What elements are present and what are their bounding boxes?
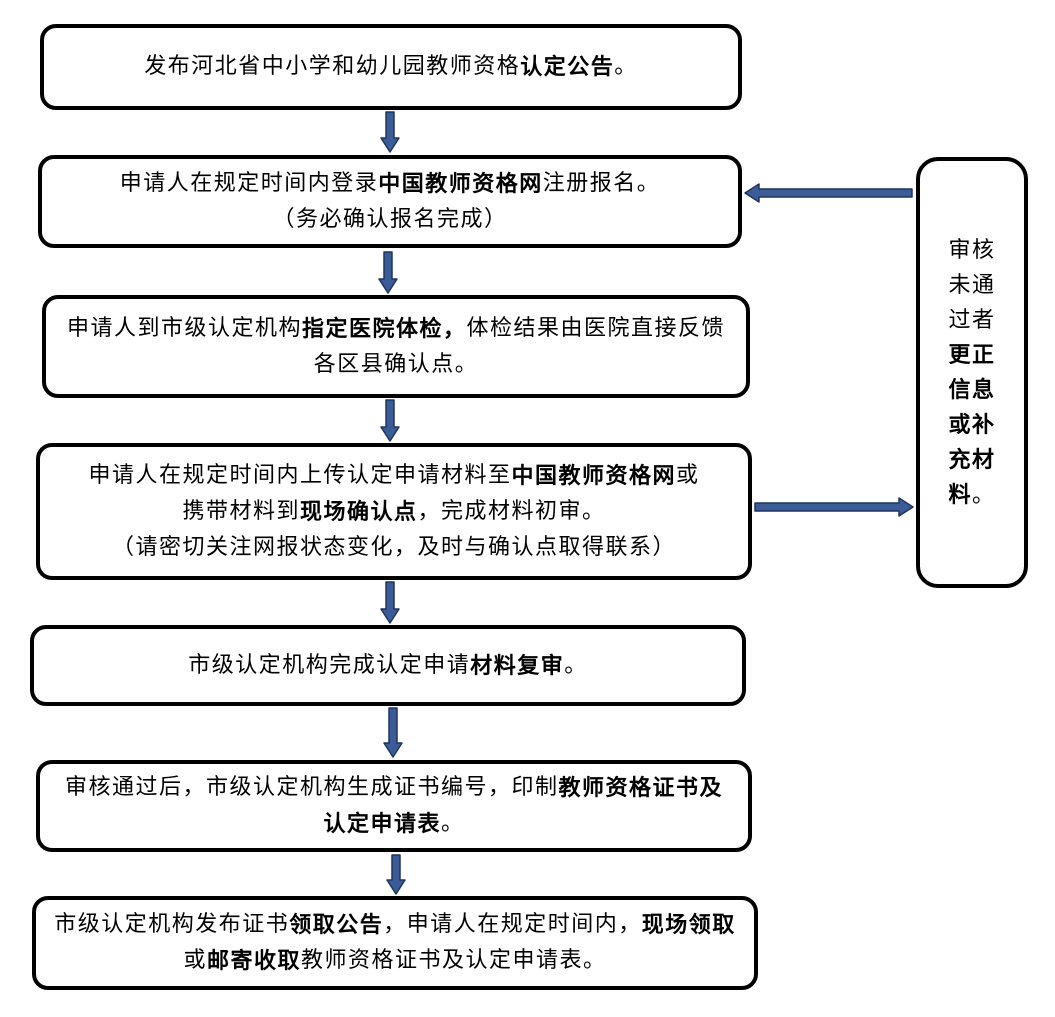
down-arrow-1	[380, 111, 400, 153]
step-3-line-1: 申请人到市级认定机构指定医院体检，体检结果由医院直接反馈	[67, 311, 725, 347]
side-text: 审核	[948, 237, 996, 263]
step-6-certificate-print-box: 审核通过后，市级认定机构生成证书编号，印制教师资格证书及 认定申请表。	[36, 760, 752, 852]
step-text-emphasis: 中国教师资格网	[511, 462, 676, 489]
step-text: ，完成材料初审。	[417, 498, 606, 524]
step-4-material-upload-box: 申请人在规定时间内上传认定申请材料至中国教师资格网或 携带材料到现场确认点，完成…	[36, 443, 752, 580]
side-text-emphasis: 料	[948, 481, 972, 508]
side-line-4: 更正	[948, 338, 995, 373]
step-4-line-1: 申请人在规定时间内上传认定申请材料至中国教师资格网或	[88, 458, 699, 494]
step-7-collection-box: 市级认定机构发布证书领取公告，申请人在规定时间内，现场领取 或邮寄收取教师资格证…	[32, 896, 758, 990]
step-text-emphasis: 领取公告	[289, 912, 384, 938]
side-line-6: 或补	[948, 408, 995, 443]
step-7-line-1: 市级认定机构发布证书领取公告，申请人在规定时间内，现场领取	[54, 907, 736, 943]
step-text: 申请人在规定时间内登录	[119, 170, 379, 196]
down-arrow-3	[380, 399, 400, 442]
step-text-emphasis: 现场确认点	[299, 498, 418, 525]
down-arrow-4	[380, 581, 400, 624]
step-text-emphasis: 教师资格证书及	[558, 775, 724, 801]
down-arrow-6	[386, 854, 406, 895]
step-text-emphasis: 邮寄收取	[206, 948, 301, 974]
side-line-5: 信息	[948, 373, 995, 408]
step-7-line-2: 或邮寄收取教师资格证书及认定申请表。	[183, 943, 606, 979]
side-line-3: 过者	[948, 303, 995, 338]
step-text: 。	[614, 54, 638, 79]
down-arrow-5	[383, 707, 403, 758]
step-text: （请密切关注网报状态变化，及时与确认点取得联系）	[111, 534, 676, 560]
step-5-review-box: 市级认定机构完成认定申请材料复审。	[30, 625, 746, 706]
step-1-line-1: 发布河北省中小学和幼儿园教师资格认定公告。	[144, 49, 638, 85]
step-5-line-1: 市级认定机构完成认定申请材料复审。	[188, 648, 588, 684]
step-text-emphasis: 认定公告	[520, 54, 615, 80]
side-text-emphasis: 信息	[948, 376, 996, 403]
side-text-emphasis: 更正	[948, 341, 996, 368]
correction-side-box: 审核 未通 过者 更正 信息 或补 充材 料。	[916, 157, 1028, 588]
step-text: 。	[564, 652, 588, 678]
side-text: 过者	[948, 307, 996, 333]
step-text: 注册报名。	[542, 170, 661, 196]
step-6-line-2: 认定申请表。	[323, 806, 464, 842]
step-3-medical-exam-box: 申请人到市级认定机构指定医院体检，体检结果由医院直接反馈 各区县确认点。	[42, 295, 750, 398]
side-text: 。	[972, 482, 996, 508]
step-text: （务必确认报名完成）	[272, 206, 508, 232]
step-2-line-2: （务必确认报名完成）	[272, 202, 507, 238]
step-text: 申请人在规定时间内上传认定申请材料至	[88, 462, 512, 488]
step-text-emphasis: 材料复审	[470, 652, 565, 679]
step-text: 市级认定机构发布证书	[54, 912, 290, 937]
step-4-line-3: （请密切关注网报状态变化，及时与确认点取得联系）	[112, 530, 676, 566]
side-line-8: 料。	[948, 478, 995, 513]
down-arrow-2	[378, 251, 398, 294]
step-2-registration-box: 申请人在规定时间内登录中国教师资格网注册报名。 （务必确认报名完成）	[38, 155, 742, 248]
side-text-emphasis: 或补	[948, 411, 996, 438]
step-6-line-1: 审核通过后，市级认定机构生成证书编号，印制教师资格证书及	[65, 770, 723, 806]
step-text: 教师资格证书及认定申请表。	[301, 948, 607, 973]
step-text-emphasis: 现场领取	[641, 912, 736, 938]
step-text-emphasis: 中国教师资格网	[378, 170, 543, 197]
step-text: 或	[183, 948, 207, 973]
side-text: 未通	[948, 272, 996, 298]
step-text: ，申请人在规定时间内，	[383, 912, 642, 937]
side-text-emphasis: 充材	[948, 446, 996, 473]
step-1-announcement-box: 发布河北省中小学和幼儿园教师资格认定公告。	[40, 24, 742, 110]
step-text: 申请人到市级认定机构	[66, 315, 302, 341]
step-text: 。	[441, 811, 465, 836]
side-line-2: 未通	[948, 268, 995, 303]
step-text-emphasis: 认定申请表	[323, 811, 441, 837]
step-4-line-2: 携带材料到现场确认点，完成材料初审。	[182, 494, 605, 530]
left-arrow-to-registration	[744, 183, 913, 203]
step-text: 体检结果由医院直接反馈	[466, 315, 726, 341]
step-text: 或	[676, 462, 700, 488]
step-text: 携带材料到	[182, 498, 300, 524]
step-3-line-2: 各区县确认点。	[314, 347, 479, 383]
step-2-line-1: 申请人在规定时间内登录中国教师资格网注册报名。	[120, 166, 661, 202]
step-text: 各区县确认点。	[313, 351, 479, 377]
right-arrow-to-correction	[754, 497, 914, 517]
side-line-7: 充材	[948, 443, 995, 478]
step-text: 审核通过后，市级认定机构生成证书编号，印制	[64, 775, 559, 800]
step-text-emphasis: 指定医院体检，	[301, 315, 467, 342]
step-text: 市级认定机构完成认定申请	[188, 652, 471, 678]
side-line-1: 审核	[948, 233, 995, 268]
step-text: 发布河北省中小学和幼儿园教师资格	[144, 54, 521, 79]
